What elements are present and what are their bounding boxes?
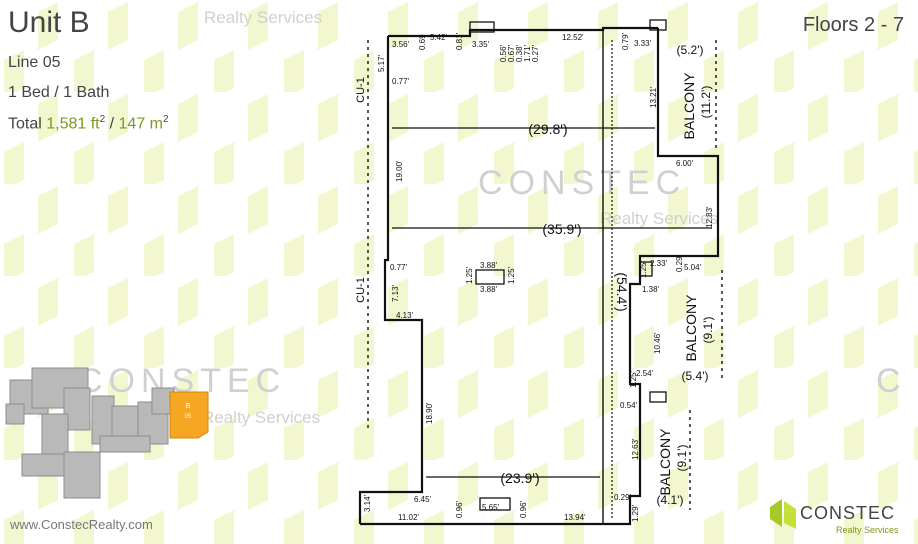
dim-label: 0.81': [455, 32, 464, 50]
watermark-realty: Realty Services: [202, 408, 321, 427]
cu-label: CU-1: [355, 277, 367, 303]
unit-beds: 1 Bed / 1 Bath: [8, 84, 110, 101]
dim-label: 1.25': [465, 266, 474, 284]
dim-label: 1.71': [523, 44, 532, 62]
floors-label: Floors 2 - 7: [802, 14, 904, 36]
dim-mid-width: (35.9'): [542, 221, 581, 237]
dim-top-width: (29.8'): [528, 121, 567, 137]
dim-label: 1.25': [639, 260, 648, 278]
dim-label: 1.25': [629, 370, 638, 388]
dim-label: 12.83': [705, 206, 714, 228]
dim-label: 0.79': [621, 32, 630, 50]
dim-label: 0.69: [418, 34, 427, 50]
dim-label: 0.77': [390, 263, 408, 272]
balcony-lower-dim-b: (4.1'): [657, 493, 684, 507]
dim-label: 10.46': [653, 332, 662, 354]
dim-label: 18.90': [425, 402, 434, 424]
balcony-upper-label: BALCONY: [681, 72, 697, 140]
dim-label: 0.77': [392, 77, 410, 86]
logo-sub: Realty Services: [836, 525, 899, 535]
cu-label: CU-1: [355, 77, 367, 103]
watermark-constec: CONSTEC: [478, 164, 687, 202]
dim-bottom-width: (23.9'): [500, 470, 539, 486]
dim-label: 0.96': [455, 500, 464, 518]
dim-label: 0.27': [531, 44, 540, 62]
website-link[interactable]: www.ConstecRealty.com: [10, 517, 153, 532]
plan-fixture: [639, 261, 653, 277]
dim-label: 0.56': [499, 44, 508, 62]
dim-label: 2.54': [636, 369, 654, 378]
unit-line: Line 05: [8, 54, 61, 71]
plan-walls: [358, 26, 720, 526]
dim-label: 13.94': [564, 513, 586, 522]
dim-label: 1.25': [507, 266, 516, 284]
dim-label: 19.00': [395, 160, 404, 182]
dim-label: 2.33': [650, 259, 668, 268]
dim-label: 6.00': [676, 159, 694, 168]
dim-label: 0.54': [620, 401, 638, 410]
dim-label: 1.29': [631, 504, 640, 522]
plan-balcony-rails: [367, 40, 723, 510]
dim-label: 12.52': [562, 33, 584, 42]
dim-label: 11.02': [398, 513, 419, 522]
dim-label: 1.38': [642, 285, 660, 294]
dim-label: 0.38': [515, 44, 524, 62]
dim-label: 3.88': [480, 261, 498, 270]
plan-fixture: [649, 19, 667, 31]
dim-label: 5.65': [482, 503, 500, 512]
dim-label: 7.13': [391, 284, 400, 302]
balcony-middle-dim-a: (9.1'): [701, 317, 715, 344]
plan-dimension-lines: [392, 40, 712, 520]
dim-label: 6.45': [414, 495, 432, 504]
watermark-constec-edge: C: [876, 362, 907, 400]
plan-fixture: [649, 391, 667, 403]
dim-label: 3.14': [363, 494, 372, 512]
dim-label: 5.17': [377, 54, 386, 72]
dim-label: 3.88': [480, 285, 498, 294]
key-plan-unit-letter: B: [186, 403, 191, 410]
balcony-middle-dim-b: (5.4'): [682, 369, 709, 383]
plan-fixture: [469, 21, 495, 33]
key-plan: B 05: [5, 367, 209, 499]
dim-label: 0.67': [507, 44, 516, 62]
plan-fixture: [479, 497, 511, 511]
dim-label: 0.96': [519, 500, 528, 518]
key-plan-unit-line: 05: [185, 414, 192, 420]
dim-depth: (54.4'): [614, 272, 630, 311]
dim-label: 5.42': [430, 33, 448, 42]
balcony-upper-dim-a: (11.2'): [699, 86, 713, 119]
watermark-realty: Realty Services: [204, 8, 323, 27]
balcony-lower-dim-a: (9.1'): [675, 445, 689, 472]
dim-label: 4.13': [396, 311, 414, 320]
dim-label: 0.29': [675, 254, 684, 272]
unit-total: Total 1,581 ft2 / 147 m2: [8, 114, 169, 133]
dim-label: 3.33': [634, 39, 652, 48]
dim-label: 3.35': [472, 40, 490, 49]
plan-column: [475, 269, 505, 285]
unit-title: Unit B: [8, 6, 90, 39]
watermark-realty: Realty Services: [600, 209, 719, 228]
dim-label: 13.21': [649, 86, 658, 108]
dim-label: 0.29': [614, 493, 632, 502]
dim-label: 12.63': [631, 438, 640, 460]
constec-logo-icon: [770, 499, 796, 529]
balcony-middle-label: BALCONY: [683, 294, 699, 362]
logo-name: CONSTEC: [800, 503, 896, 523]
key-plan-unit-highlight: [169, 391, 209, 439]
balcony-lower-label: BALCONY: [657, 428, 673, 496]
balcony-upper-dim-b: (5.2'): [677, 43, 704, 57]
dim-label: 5.04': [684, 263, 702, 272]
dim-label: 3.56': [392, 40, 410, 49]
